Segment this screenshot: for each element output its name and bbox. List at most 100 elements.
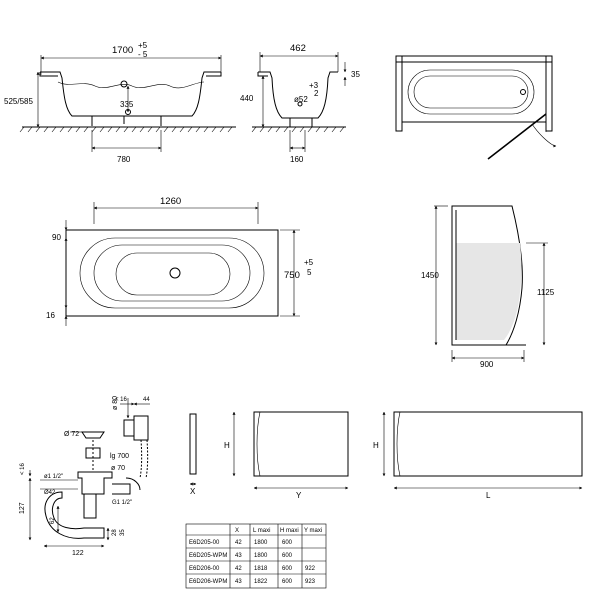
panel-x-label: X: [190, 487, 196, 496]
top-border-bottom-label: 16: [46, 311, 55, 320]
end-height-label: 440: [240, 94, 254, 103]
tub-outline: [40, 71, 221, 117]
table-cell: 923: [305, 579, 316, 585]
table-row: E6D205-00 42 1800 600: [189, 540, 293, 546]
glass-height-label: 1125: [537, 288, 555, 297]
top-inner-length-label: 1260: [160, 196, 181, 207]
bathtub-end-view: 462 440 35 +3 2 ø52 160: [240, 43, 360, 164]
front-panel: [393, 411, 583, 477]
table-grid: [186, 524, 326, 588]
drain-g112: ø1 1/2": [44, 474, 63, 480]
end-tub-outline: [258, 71, 338, 119]
side-tol-minus: - 5: [138, 50, 148, 59]
table-header: L maxi: [253, 528, 270, 534]
side-length-label: 1700: [112, 45, 133, 56]
panel-profile: [189, 413, 197, 475]
front-panel-h-label: H: [373, 441, 379, 450]
tub-plan-basin-outer: [407, 69, 535, 115]
table-cell: 600: [282, 566, 293, 572]
tub-top-basin: [93, 244, 251, 302]
waste-upper: [85, 447, 101, 459]
end-rim-left: [257, 72, 268, 77]
installed-plan-view: [395, 55, 557, 160]
tub-inner-contour: [57, 81, 205, 89]
tub-rim-left: [39, 72, 58, 77]
table-cell: E6D206-WPM: [189, 579, 227, 585]
screen-outline: [451, 205, 523, 346]
table-cell: 43: [235, 579, 242, 585]
tub-plan-outline: [401, 61, 547, 123]
table-cell: 1800: [254, 553, 268, 559]
end-panel-y-label: Y: [296, 491, 302, 500]
table-header: H maxi: [280, 528, 299, 534]
end-panel: [253, 411, 349, 477]
top-border-top-label: 90: [52, 233, 61, 242]
end-tol-minus: 2: [314, 89, 319, 98]
flexible-hose: [139, 439, 143, 479]
table-cell: 600: [282, 540, 293, 546]
bath-screen-elevation: 1450 1125 900: [421, 205, 555, 369]
table-header: Y maxi: [304, 528, 322, 534]
tub-plan-drain: [520, 89, 526, 95]
end-drain-diameter: ø52: [294, 95, 308, 104]
drain-d44: 44: [143, 397, 150, 403]
tub-top-outline: [65, 229, 279, 317]
tub-top-bottom: [115, 252, 231, 296]
table-row: E6D206-WPM 43 1822 600 923: [189, 579, 316, 585]
table-header: X: [235, 528, 239, 534]
wall-top: [395, 55, 553, 63]
table-cell: 1818: [254, 566, 268, 572]
waste-outlet: [112, 483, 131, 495]
table-cell: E6D205-00: [189, 540, 220, 546]
table-cell: 42: [235, 566, 242, 572]
table-frame: [185, 523, 327, 589]
front-panel-l-label: L: [486, 491, 491, 500]
bath-screen-open: [487, 113, 547, 160]
table-cell: E6D205-WPM: [189, 553, 227, 559]
overflow-cap: [123, 419, 135, 437]
bath-panels: X H Y H L: [189, 411, 583, 500]
flexible-hose-2: [145, 439, 149, 479]
overflow-body: [133, 415, 149, 441]
floor-hatching: [19, 126, 233, 133]
trap-body: [44, 491, 105, 539]
table-cell: 922: [305, 566, 316, 572]
drain-plug: [81, 431, 105, 439]
screen-height-label: 1450: [421, 271, 439, 280]
table-cell: E6D206-00: [189, 566, 220, 572]
front-panel-return: [396, 411, 401, 477]
side-depth-label: 335: [120, 100, 134, 109]
tub-top-drain: [169, 267, 181, 279]
tub-top-rim: [79, 237, 265, 309]
bathtub-side-view: 1700 +5 - 5: [4, 41, 236, 164]
waste-overflow-detail: ø 80 < 16 44 lg 700 Ø 72 ø 70 ø1 1/2" Ø4…: [19, 396, 150, 557]
drain-lt16-side: < 16: [20, 462, 26, 475]
table-row: E6D206-00 42 1818 600 922: [189, 566, 316, 572]
end-tol-plus: +3: [309, 81, 319, 90]
side-feet-spacing-label: 780: [117, 155, 131, 164]
bathtub-top-view: 1260 90 16 750 +5 5: [46, 196, 314, 326]
tub-rim-right: [206, 72, 222, 77]
drain-d42: Ø42: [44, 490, 56, 496]
drain-lt16: < 16: [115, 397, 128, 403]
end-foot-offset-label: 160: [290, 155, 304, 164]
side-tol-plus: +5: [138, 41, 148, 50]
screen-swing-arc: [531, 123, 557, 148]
drain-g112b: G1 1/2": [112, 500, 132, 506]
hose-connector: [125, 477, 141, 491]
table-cell: 42: [235, 540, 242, 546]
drain-d28: 28: [112, 529, 118, 536]
table-cell: 43: [235, 553, 242, 559]
top-tol-plus: +5: [304, 258, 314, 267]
end-drain-hole: [297, 101, 303, 107]
end-floor-hatching: [251, 126, 345, 133]
table-cell: 1822: [254, 579, 268, 585]
trap-riser: [83, 493, 97, 519]
table-row: E6D205-WPM 43 1800 600: [189, 553, 293, 559]
drain-d72: Ø 72: [64, 431, 79, 438]
wall-right: [545, 55, 553, 132]
end-panel-h-label: H: [224, 441, 230, 450]
tub-plan-basin-inner: [413, 75, 529, 109]
side-height-label: 525/585: [4, 97, 33, 106]
